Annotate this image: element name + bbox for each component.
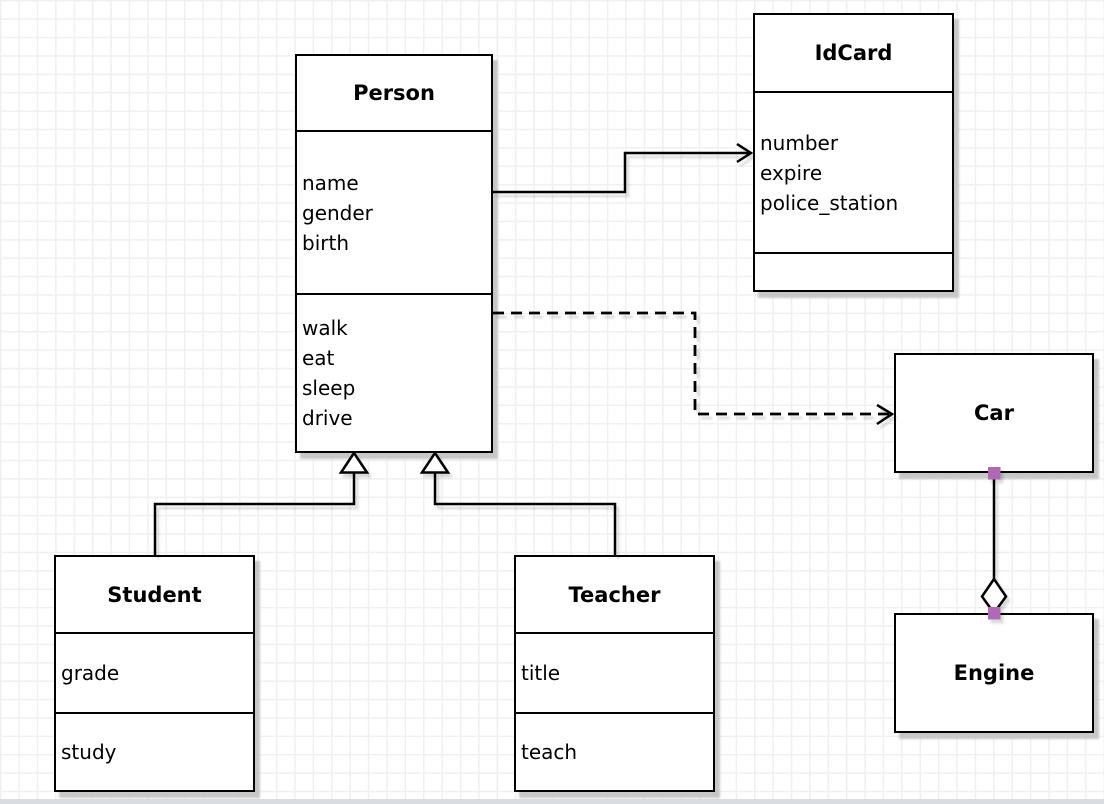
canvas-bottom-edge [0,799,1104,804]
class-engine-title: Engine [953,661,1035,685]
class-person[interactable]: Person name gender birth walk eat sleep … [295,54,493,453]
class-student-attributes: grade [56,632,253,712]
class-person-methods: walk eat sleep drive [297,293,491,451]
attribute: expire [760,160,823,185]
method: eat [302,346,335,370]
attribute: title [521,661,561,685]
method: study [61,740,117,764]
hollow-diamond-icon [980,576,1008,616]
open-arrowhead-icon [736,142,754,164]
attribute: police_station [760,190,899,215]
hollow-triangle-icon [338,450,370,474]
aggregation-car-engine[interactable] [980,467,1008,620]
attribute: grade [61,661,120,685]
attribute: birth [302,230,349,255]
class-person-attributes: name gender birth [297,130,491,293]
class-idcard-attributes: number expire police_station [755,91,952,252]
attribute: name [302,170,359,195]
class-teacher[interactable]: Teacher title teach [514,555,715,792]
dependency-person-car[interactable] [493,311,895,426]
class-student-methods: study [56,712,253,790]
method: teach [521,740,578,764]
hollow-triangle-icon [419,450,451,474]
class-car[interactable]: Car [894,353,1094,473]
class-engine[interactable]: Engine [894,613,1094,733]
class-student-title: Student [107,582,202,607]
class-idcard-title: IdCard [814,41,893,65]
association-person-idcard[interactable] [493,142,754,194]
open-arrowhead-icon [876,403,895,426]
generalization-teacher-person[interactable] [419,450,617,555]
class-teacher-attributes: title [516,632,713,712]
class-teacher-methods: teach [516,712,713,790]
attribute: number [760,130,839,155]
method: drive [302,406,353,430]
class-idcard-methods-empty [755,252,952,290]
attribute: gender [302,200,373,225]
method: sleep [302,376,356,400]
generalization-student-person[interactable] [153,450,370,555]
class-teacher-title: Teacher [568,582,661,607]
class-student[interactable]: Student grade study [54,555,255,792]
method: walk [302,316,348,340]
class-person-title: Person [353,81,435,105]
class-idcard[interactable]: IdCard number expire police_station [753,13,954,292]
class-car-title: Car [974,401,1014,425]
